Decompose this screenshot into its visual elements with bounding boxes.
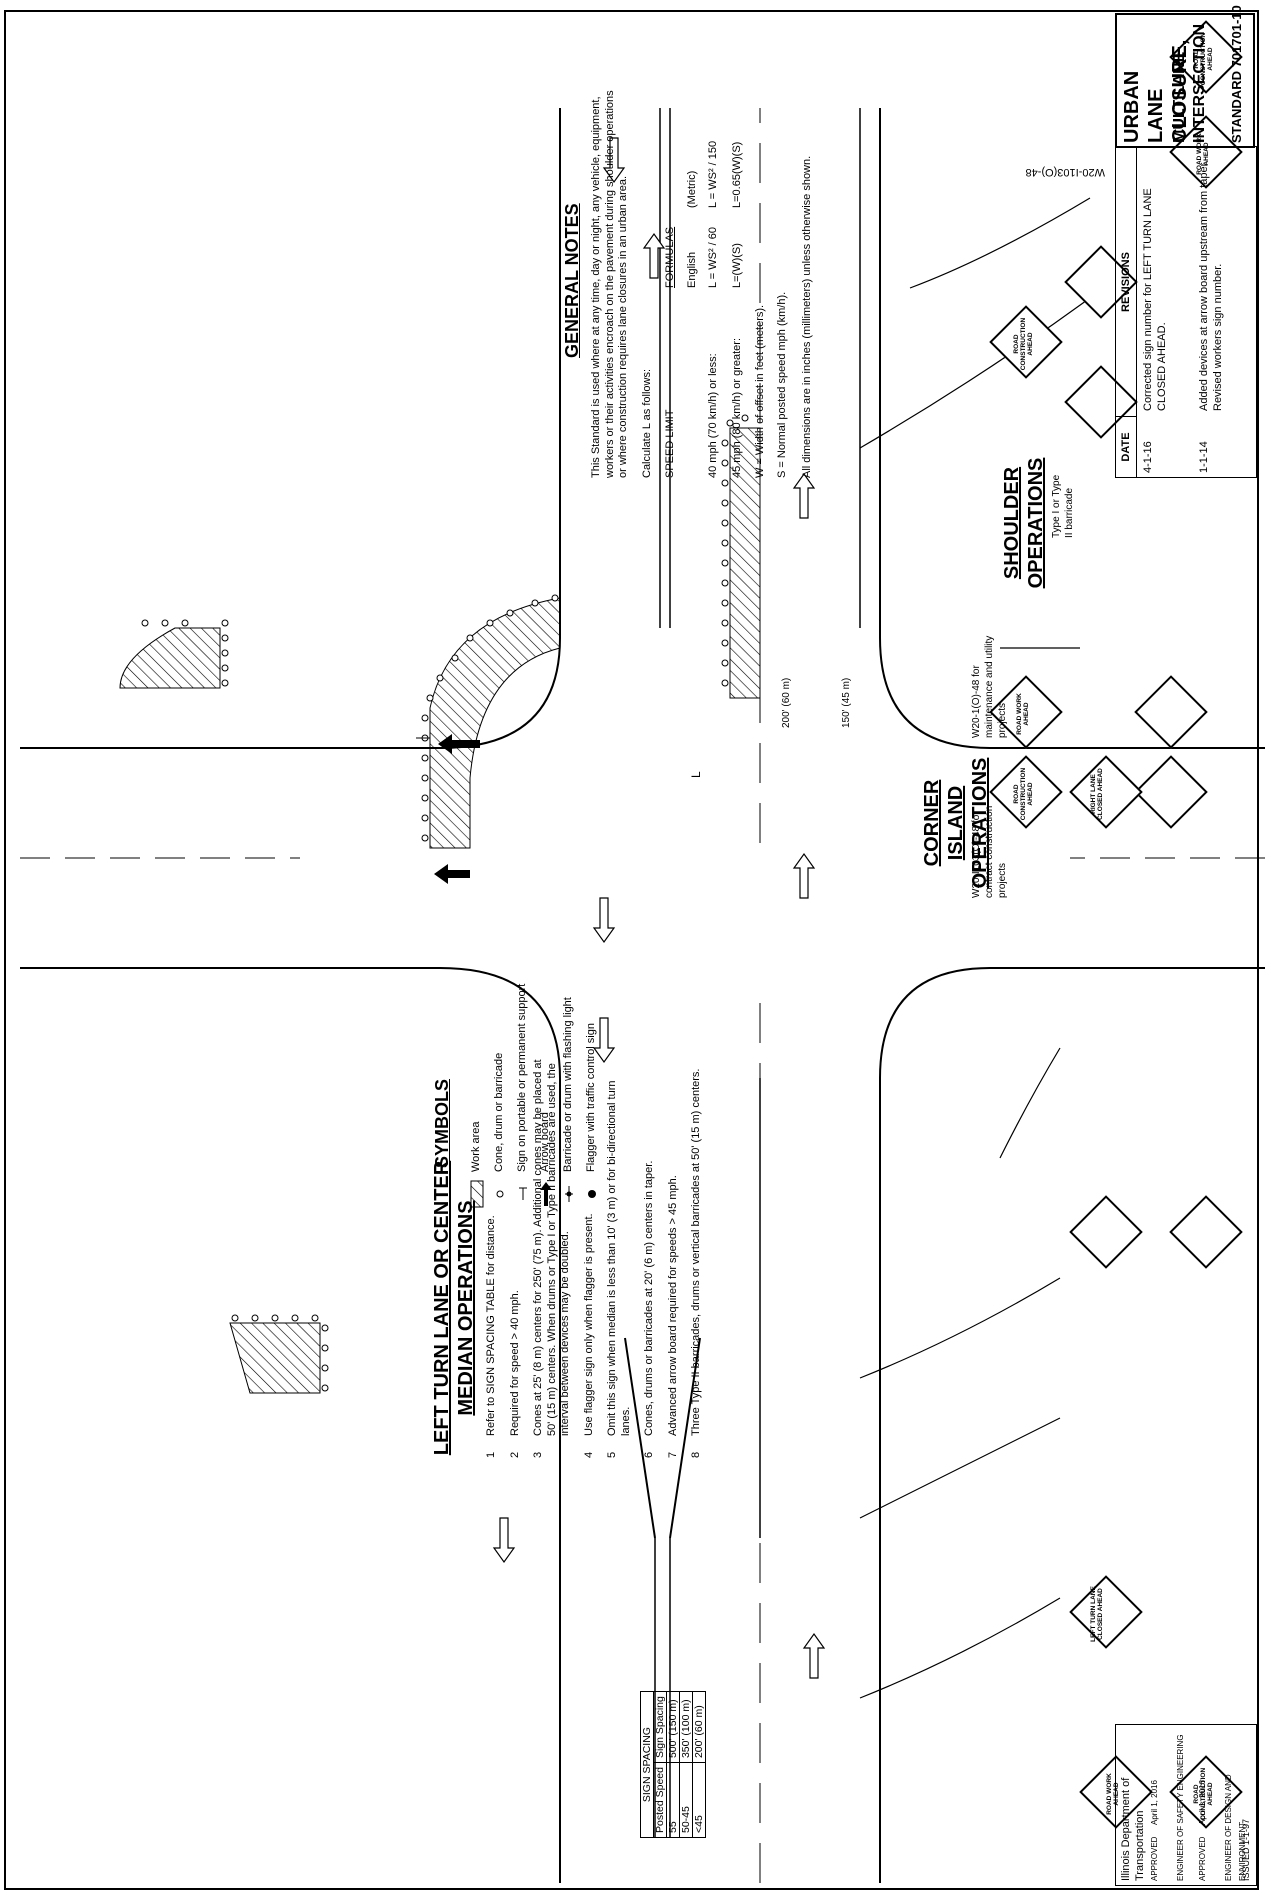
approval-title: ENGINEER OF SAFETY ENGINEERING [1176, 1734, 1185, 1881]
general-intro: This Standard is used where at any time,… [590, 90, 629, 478]
length-label: L [689, 771, 703, 778]
formulas-header: SPEED LIMIT FORMULAS [664, 226, 676, 478]
issued-date: ISSUED 1-1-97 [1241, 1818, 1251, 1881]
revision-date: 4-1-16 [1142, 441, 1154, 473]
revisions-block: DATE REVISIONS 4-1-16 Corrected sign num… [1115, 146, 1257, 478]
sign-label: W20-I103(O)-48 [1025, 166, 1105, 178]
table-header: Sign Spacing [653, 1691, 667, 1763]
symbol-flashing-barricade: Barricade or drum with flashing light [562, 848, 576, 1208]
dimension-200: 200' (60 m) [781, 677, 792, 728]
sign-text: ROAD WORK AHEAD [1016, 693, 1030, 735]
flashing-barricade-icon [565, 1186, 573, 1202]
s-definition: S = Normal posted speed mph (km/h). [775, 291, 788, 478]
w-definition: W = Width of offset in feet (meters). [754, 304, 766, 478]
symbol-arrow-board: Arrow board [539, 848, 553, 1208]
hatch-icon [470, 1180, 484, 1208]
section-symbols: SYMBOLS [432, 1078, 452, 1168]
sign-text: ROAD CONSTRUCTION AHEAD [1013, 317, 1034, 371]
approval-block: Illinois Department of Transportation AP… [1115, 1724, 1257, 1886]
general-notes: This Standard is used where at any time,… [590, 78, 815, 478]
corner-sign-note-1: W20-I103(O)-48 for contract construction… [971, 805, 1008, 898]
symbol-sign-support: Sign on portable or permanent support [516, 848, 530, 1208]
sign-text: RIGHT LANE CLOSED AHEAD [1090, 768, 1104, 820]
title-line2: MULTILANE INTERSECTION [1171, 23, 1208, 143]
dimensions-note: All dimensions are in inches (millimeter… [801, 155, 813, 478]
symbol-cone: Cone, drum or barricade [493, 848, 507, 1208]
barricade-label: Type I or Type II barricade [1051, 474, 1075, 538]
standard-number: STANDARD 701701-10 [1229, 5, 1244, 143]
cone-icon [496, 1190, 504, 1198]
approval-date: April 1, 2016 [1150, 1780, 1159, 1825]
sign-text: ROAD CONSTRUCTION AHEAD [1013, 767, 1034, 821]
formula-row-1: 40 mph (70 km/h) or less: L = WS² / 60 L… [707, 140, 719, 478]
sign-support-icon [519, 1187, 527, 1200]
general-calc: Calculate L as follows: [640, 368, 653, 478]
arrow-board-icon [540, 1182, 552, 1206]
symbols-legend: Work area Cone, drum or barricade Sign o… [470, 848, 608, 1208]
table-header: Posted Speed [653, 1762, 667, 1838]
agency-name: Illinois Department of Transportation [1120, 1777, 1146, 1881]
corner-sign-note-2: W20-1(O)-48 for maintenance and utility … [971, 635, 1008, 738]
formula-row-2: 45 mph (80 km/h) or greater: L=(W)(S) L=… [730, 141, 743, 478]
flagger-icon [588, 1190, 596, 1198]
symbol-flagger: Flagger with traffic control sign [585, 848, 599, 1208]
approved-label: APPROVED [1198, 1836, 1207, 1881]
formulas-units: English (Metric) [685, 170, 698, 288]
revision-text: Corrected sign number for LEFT TURN LANE… [1142, 188, 1168, 411]
sign-text: LEFT TURN LANE CLOSED AHEAD [1090, 1586, 1104, 1642]
section-shoulder: SHOULDER OPERATIONS [1001, 457, 1047, 589]
symbol-work-area: Work area [470, 848, 484, 1208]
revision-date: 1-1-14 [1198, 441, 1210, 473]
revisions-header: REVISIONS [1116, 147, 1137, 417]
revisions-date-header: DATE [1116, 416, 1137, 477]
approval-date: April 1, 2016 [1198, 1780, 1207, 1825]
approved-label: APPROVED [1150, 1836, 1159, 1881]
sign-spacing-title: SIGN SPACING [640, 1691, 654, 1838]
dimension-150: 150' (45 m) [841, 677, 852, 728]
revision-text: Added devices at arrow board upstream fr… [1198, 160, 1224, 411]
general-notes-heading: GENERAL NOTES [562, 203, 582, 358]
